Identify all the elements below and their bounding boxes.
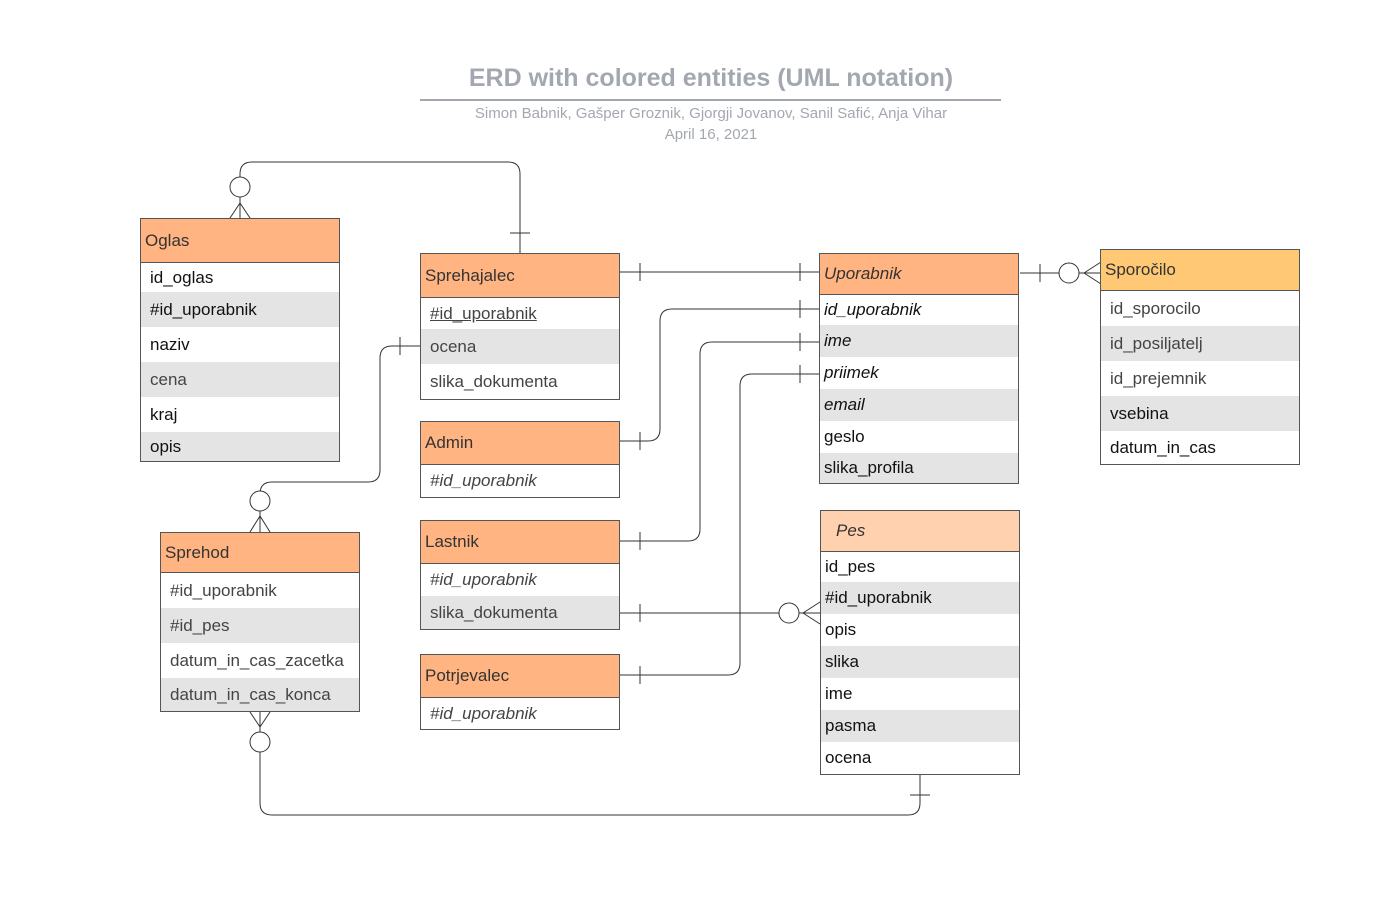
entity-name: Sprehod bbox=[165, 542, 230, 562]
entity-name: Admin bbox=[425, 433, 474, 452]
attribute-row: id_pes bbox=[825, 557, 876, 576]
entity-admin[interactable]: Admin #id_uporabnik bbox=[420, 421, 620, 498]
entity-name: Oglas bbox=[145, 230, 190, 250]
entity-sporocilo-header: Sporočilo bbox=[1101, 250, 1299, 291]
entity-admin-header: Admin bbox=[421, 422, 619, 465]
entity-sporocilo[interactable]: Sporočilo id_sporocilo id_posiljatelj id… bbox=[1100, 249, 1300, 465]
attribute-row: ocena bbox=[421, 329, 619, 364]
attribute-row: opis bbox=[825, 620, 857, 639]
attribute-row: #id_uporabnik bbox=[170, 580, 277, 600]
attribute-row: slika_profila bbox=[820, 453, 1018, 483]
attribute-row: pasma bbox=[821, 710, 1019, 742]
attribute-row: datum_in_cas_zacetka bbox=[170, 650, 344, 670]
diagram-title: ERD with colored entities (UML notation) bbox=[468, 64, 954, 92]
entity-name: Uporabnik bbox=[824, 264, 902, 283]
attribute-row: kraj bbox=[150, 404, 178, 424]
entity-sprehajalec[interactable]: Sprehajalec #id_uporabnik ocena slika_do… bbox=[420, 253, 620, 400]
relation-lastnik-uporabnik bbox=[620, 333, 820, 550]
relation-oglas-sprehajalec bbox=[229, 161, 530, 253]
relation-admin-uporabnik bbox=[620, 300, 820, 450]
relation-sprehajalec-uporabnik bbox=[620, 263, 820, 281]
attribute-row: slika_dokumenta bbox=[421, 596, 619, 629]
attribute-row: #id_uporabnik bbox=[141, 292, 339, 327]
entity-uporabnik-header: Uporabnik bbox=[820, 254, 1018, 295]
attribute-row: #id_uporabnik bbox=[821, 582, 1019, 614]
attribute-row: #id_uporabnik bbox=[430, 570, 537, 589]
attribute-row: slika_dokumenta bbox=[430, 371, 558, 391]
attribute-row: opis bbox=[141, 432, 339, 461]
entity-name: Sprehajalec bbox=[425, 265, 515, 285]
relation-potrjevalec-uporabnik bbox=[620, 365, 820, 684]
attribute-row: id_uporabnik bbox=[824, 300, 922, 319]
attribute-row: vsebina bbox=[1101, 396, 1299, 431]
title-divider bbox=[420, 99, 1001, 101]
entity-sprehod[interactable]: Sprehod #id_uporabnik #id_pes datum_in_c… bbox=[160, 532, 360, 712]
entity-pes-header: Pes bbox=[821, 511, 1019, 552]
attribute-row: naziv bbox=[150, 334, 190, 354]
attribute-row: geslo bbox=[824, 427, 865, 446]
attribute-row: id_prejemnik bbox=[1110, 368, 1207, 388]
entity-uporabnik[interactable]: Uporabnik id_uporabnik ime priimek email… bbox=[819, 253, 1019, 484]
attribute-row: datum_in_cas bbox=[1110, 437, 1216, 457]
entity-name: Pes bbox=[836, 521, 866, 540]
relation-uporabnik-sporocilo bbox=[1020, 261, 1102, 285]
attribute-row: slika bbox=[821, 646, 1019, 678]
entity-name: Sporočilo bbox=[1105, 260, 1176, 279]
diagram-date: April 16, 2021 bbox=[664, 126, 758, 143]
entity-potrjevalec[interactable]: Potrjevalec #id_uporabnik bbox=[420, 654, 620, 730]
attribute-row: #id_uporabnik bbox=[430, 703, 537, 723]
relation-lastnik-pes bbox=[620, 601, 821, 625]
relation-sprehod-pes bbox=[249, 711, 930, 816]
attribute-row: #id_uporabnik bbox=[430, 471, 537, 490]
attribute-row: priimek bbox=[824, 363, 879, 382]
attribute-row: email bbox=[820, 389, 1018, 421]
diagram-authors: Simon Babnik, Gašper Groznik, Gjorgji Jo… bbox=[474, 105, 948, 122]
entity-oglas-header: Oglas bbox=[141, 219, 339, 263]
entity-potrjevalec-header: Potrjevalec bbox=[421, 655, 619, 698]
attribute-row: datum_in_cas_konca bbox=[161, 678, 359, 711]
entity-name: Lastnik bbox=[425, 532, 479, 551]
entity-oglas[interactable]: Oglas id_oglas #id_uporabnik naziv cena … bbox=[140, 218, 340, 462]
relation-sprehajalec-sprehod bbox=[249, 337, 421, 533]
attribute-row: ocena bbox=[825, 748, 872, 767]
entity-sprehod-header: Sprehod bbox=[161, 533, 359, 573]
entity-name: Potrjevalec bbox=[425, 666, 510, 685]
attribute-row: id_oglas bbox=[150, 267, 214, 287]
attribute-row: cena bbox=[141, 362, 339, 397]
entity-lastnik-header: Lastnik bbox=[421, 521, 619, 564]
attribute-row: #id_pes bbox=[161, 608, 359, 643]
attribute-row: #id_uporabnik bbox=[430, 303, 537, 323]
entity-pes[interactable]: Pes id_pes #id_uporabnik opis slika ime … bbox=[820, 510, 1020, 775]
attribute-row: id_sporocilo bbox=[1110, 298, 1201, 318]
entity-sprehajalec-header: Sprehajalec bbox=[421, 254, 619, 298]
attribute-row: ime bbox=[825, 684, 853, 703]
attribute-row: ime bbox=[820, 325, 1018, 357]
attribute-row: id_posiljatelj bbox=[1101, 326, 1299, 361]
entity-lastnik[interactable]: Lastnik #id_uporabnik slika_dokumenta bbox=[420, 520, 620, 630]
